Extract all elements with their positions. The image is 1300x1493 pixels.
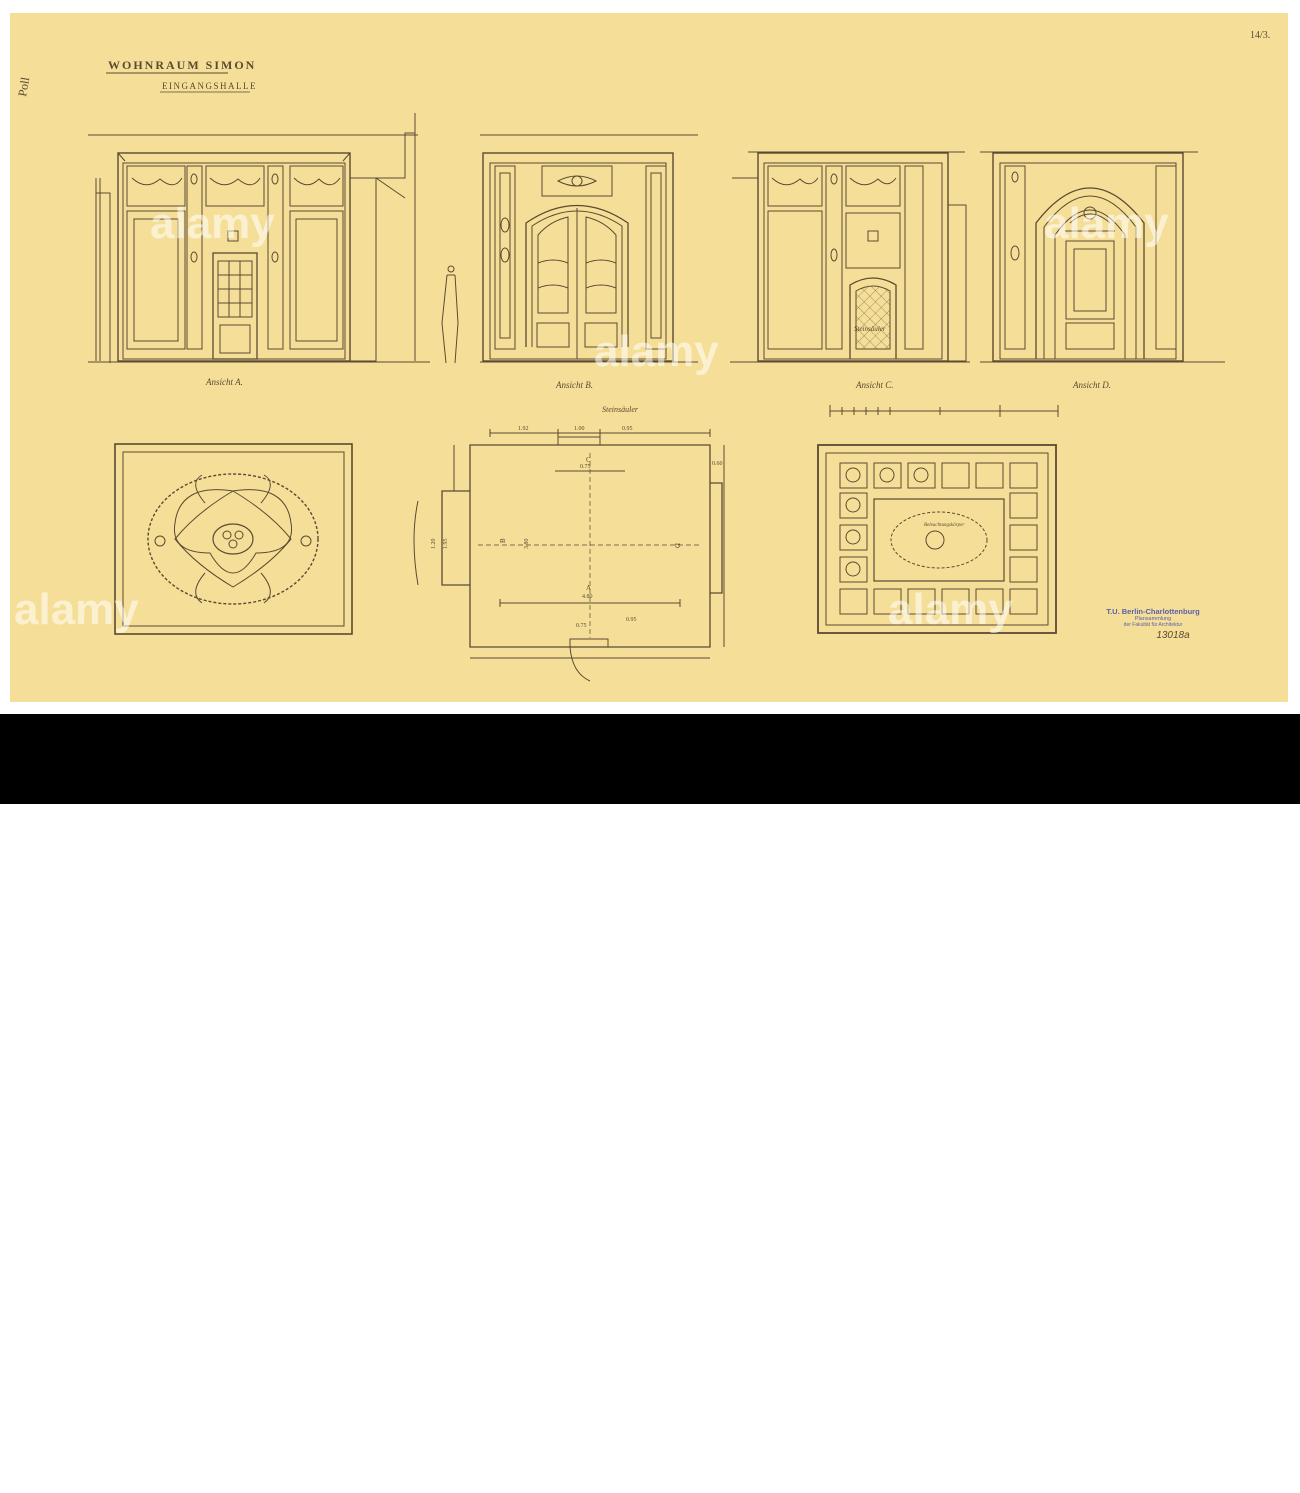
elevation-a-label: Ansicht A. [205, 377, 243, 387]
brand-logo: alamy [52, 1444, 167, 1491]
plan-dim-bottom-w: 0.75 [576, 623, 587, 629]
plan-dim-top-right: 0.95 [622, 426, 633, 432]
plan-dim-total-w: 4.80 [582, 594, 593, 600]
plan-dim-top-mid: 1.00 [574, 426, 585, 432]
plan-dim-left-2: 1.20 [431, 539, 437, 550]
watermark: alamy [1044, 199, 1169, 248]
human-figure [441, 265, 459, 364]
plan-dim-inner-h: 3.80 [524, 539, 530, 550]
stamp-number: 13018a [1156, 630, 1190, 641]
architectural-drawing: WOHNRAUM SIMON EINGANGSHALLE 14/3. Poll … [15, 30, 1270, 682]
plan-dim-inner-w: 0.75 [580, 464, 591, 470]
footer-bar: alamy 2JMMD17 www.alamy.com [0, 714, 1300, 1493]
elevation-a [95, 113, 416, 363]
sheet-title: WOHNRAUM SIMON [108, 58, 256, 72]
stone-label-c: Steinsäuler [854, 325, 886, 333]
archive-stamp: T.U. Berlin-Charlottenburg Plansammlung … [1078, 607, 1228, 641]
plan-letter-b: B [499, 538, 507, 543]
stone-note: Steinsäuler [602, 405, 639, 414]
elevation-b-label: Ansicht B. [555, 380, 593, 390]
plan-dim-top-left: 1.92 [518, 426, 529, 432]
plan-letter-a: A [586, 584, 591, 592]
plan-dim-right: 0.60 [712, 461, 723, 467]
stamp-collection: Plansammlung [1134, 616, 1172, 622]
plan-dim-left-1: 1.95 [443, 539, 449, 550]
stamp-institution: T.U. Berlin-Charlottenburg [1106, 607, 1200, 616]
elevation-b [482, 152, 674, 362]
scale-bar [829, 405, 1059, 417]
stamp-faculty: der Fakultät für Architektur [1123, 622, 1183, 628]
elevation-d-label: Ansicht D. [1072, 380, 1111, 390]
plan-letter-c: C [586, 456, 591, 464]
watermark: alamy [888, 585, 1013, 634]
sheet-number: 14/3. [1250, 30, 1270, 41]
watermark: alamy [14, 585, 139, 634]
watermark: alamy [594, 327, 719, 376]
margin-note: Poll [15, 75, 32, 97]
drawing-sheet: WOHNRAUM SIMON EINGANGSHALLE 14/3. Poll … [10, 13, 1288, 702]
ceiling-ornament [114, 443, 353, 635]
plan-letter-d: D [673, 543, 681, 548]
elevation-d [992, 152, 1184, 362]
watermark: alamy [150, 199, 275, 248]
plan-dim-bottom-r: 0.95 [626, 617, 637, 623]
floor-plan [413, 429, 725, 682]
image-url: www.alamy.com [1177, 1478, 1270, 1493]
image-id: 2JMMD17 [1160, 1447, 1270, 1474]
elevation-c-label: Ansicht C. [855, 380, 894, 390]
elevation-c [732, 152, 967, 362]
sheet-subtitle: EINGANGSHALLE [162, 81, 257, 91]
coffered-ceiling [817, 444, 1057, 634]
ceiling-label: Beleuchtungskörper [924, 523, 964, 528]
